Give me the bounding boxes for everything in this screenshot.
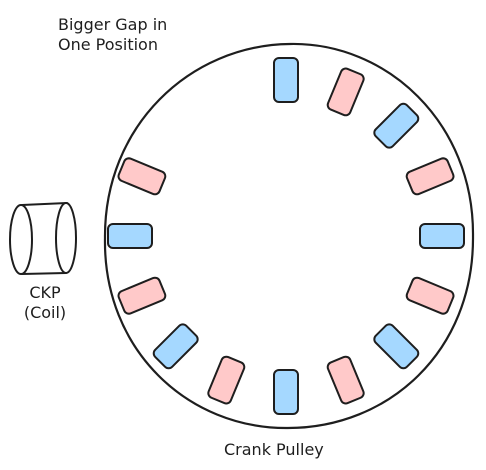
tooth-red-3 bbox=[405, 157, 455, 196]
ckp-label-line-2: (Coil) bbox=[23, 303, 67, 322]
crank-pulley-label: Crank Pulley bbox=[224, 440, 324, 459]
coil-back-ellipse bbox=[9, 204, 33, 275]
tooth-blue-0 bbox=[273, 57, 299, 103]
tooth-red-9 bbox=[207, 355, 246, 405]
tooth-blue-4 bbox=[419, 223, 465, 249]
tooth-blue-10 bbox=[152, 323, 199, 370]
gap-annotation-line-1: Bigger Gap in bbox=[58, 15, 168, 34]
ckp-label-line-1: CKP bbox=[29, 283, 61, 302]
tooth-blue-12 bbox=[107, 223, 153, 249]
tooth-red-7 bbox=[326, 355, 365, 405]
tooth-blue-6 bbox=[373, 323, 420, 370]
gap-annotation-line-2: One Position bbox=[58, 35, 158, 54]
tooth-red-11 bbox=[117, 276, 167, 315]
tooth-blue-8 bbox=[273, 369, 299, 415]
ckp-label: CKP (Coil) bbox=[4, 283, 86, 323]
tooth-red-13 bbox=[117, 157, 167, 196]
ckp-coil-sensor bbox=[9, 202, 77, 275]
pulley-rim bbox=[103, 42, 475, 430]
coil-front-ellipse bbox=[55, 202, 77, 274]
gap-annotation: Bigger Gap in One Position bbox=[58, 15, 167, 55]
coil-bottom-edge bbox=[21, 272, 67, 275]
tooth-blue-2 bbox=[373, 102, 420, 149]
crank-pulley bbox=[103, 42, 475, 430]
tooth-red-5 bbox=[405, 276, 455, 315]
tooth-red-1 bbox=[326, 67, 365, 117]
coil-top-edge bbox=[21, 202, 68, 206]
reluctor-teeth bbox=[107, 57, 465, 415]
